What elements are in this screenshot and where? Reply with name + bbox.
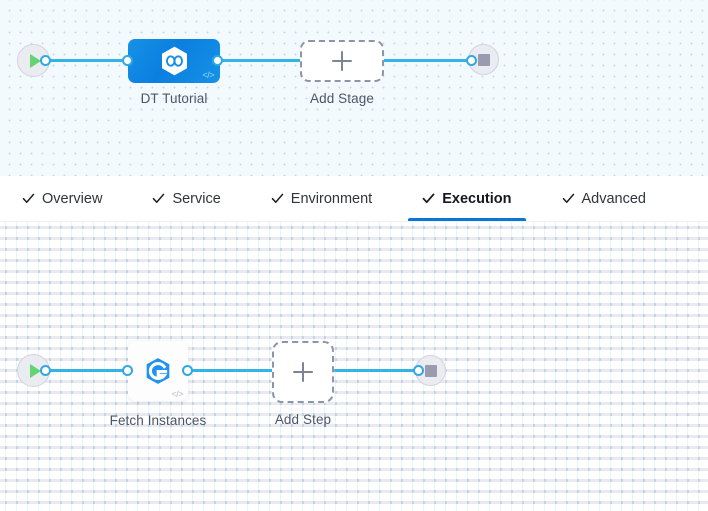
add-stage-button[interactable] <box>300 40 384 82</box>
stage-start-output-port[interactable] <box>40 55 51 66</box>
elastigroup-e-icon <box>146 358 170 384</box>
stage-end-input-port[interactable] <box>466 55 477 66</box>
tab-advanced[interactable]: Advanced <box>548 176 661 221</box>
step-node-label: Fetch Instances <box>109 413 207 428</box>
step-start-output-port[interactable] <box>40 365 51 376</box>
check-icon <box>22 193 35 203</box>
stage-node-dt-tutorial[interactable]: </> <box>128 39 220 83</box>
step-node-fetch-instances[interactable]: </> <box>128 341 188 401</box>
tab-overview[interactable]: Overview <box>8 176 116 221</box>
add-stage-label: Add Stage <box>310 91 374 106</box>
add-step-button[interactable] <box>272 341 334 403</box>
connector-step-to-addstep <box>186 369 278 372</box>
step-end-input-port[interactable] <box>413 365 424 376</box>
stop-icon <box>477 53 490 66</box>
add-step-label: Add Step <box>274 412 332 427</box>
pipeline-tabs[interactable]: Overview Service Environment Execution A <box>0 176 708 222</box>
plus-icon <box>293 362 313 382</box>
check-icon <box>562 193 574 203</box>
stage-input-port[interactable] <box>122 55 133 66</box>
step-output-port[interactable] <box>182 365 193 376</box>
pipeline-stage-canvas[interactable]: </> DT Tutorial Add Stage <box>0 0 708 176</box>
tab-execution-label: Execution <box>442 190 512 207</box>
connector-start-to-stage <box>44 59 132 62</box>
check-icon <box>271 193 284 203</box>
stop-icon <box>424 364 437 377</box>
tab-execution[interactable]: Execution <box>408 176 526 221</box>
connector-start-to-step <box>44 369 134 372</box>
plus-icon <box>332 51 352 71</box>
connector-stage-to-addstage <box>216 59 304 62</box>
infinity-hexagon-icon <box>161 46 187 76</box>
play-icon <box>29 363 41 378</box>
connector-addstage-to-end <box>378 59 474 62</box>
stage-output-port[interactable] <box>212 55 223 66</box>
tab-overview-label: Overview <box>42 190 103 207</box>
connector-addstep-to-end <box>334 369 420 372</box>
step-input-port[interactable] <box>122 365 133 376</box>
stage-node-label: DT Tutorial <box>140 91 208 106</box>
tab-service[interactable]: Service <box>138 176 234 221</box>
stage-code-badge[interactable]: </> <box>202 70 214 80</box>
tab-environment-label: Environment <box>290 190 373 207</box>
tab-advanced-label: Advanced <box>581 190 647 207</box>
tab-service-label: Service <box>172 190 221 207</box>
check-icon <box>422 193 435 204</box>
execution-step-canvas[interactable]: </> Fetch Instances Add Step <box>0 222 708 511</box>
play-icon <box>29 53 41 68</box>
check-icon <box>153 193 165 203</box>
step-code-badge[interactable]: </> <box>171 389 183 399</box>
tab-environment[interactable]: Environment <box>257 176 386 221</box>
